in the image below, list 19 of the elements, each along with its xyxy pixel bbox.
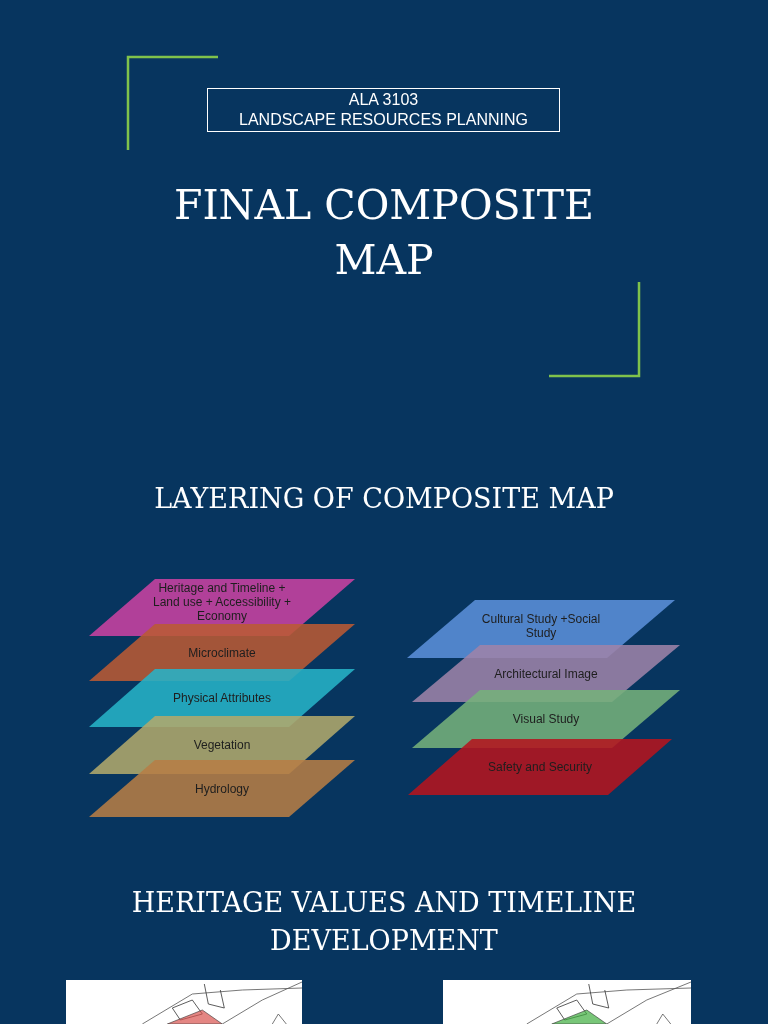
layer-label: Microclimate [188, 645, 256, 660]
layer-label: Cultural Study +Social Study [480, 612, 602, 640]
section-heading: LAYERING OF COMPOSITE MAP [153, 482, 615, 516]
course-box [207, 88, 560, 132]
section-heading: HERITAGE VALUES AND TIMELINE DEVELOPMENT [130, 886, 638, 958]
layer-label: Heritage and Timeline + Land use + Accessibility + Economy [151, 580, 293, 623]
layer-label: Hydrology [195, 781, 249, 796]
layer-label: Safety and Security [487, 760, 593, 774]
course-title: LANDSCAPE RESOURCES PLANNING [239, 110, 528, 130]
layer-label: Physical Attributes [172, 691, 271, 705]
slide-title: FINAL COMPOSITE MAP [172, 180, 596, 286]
layer-plane [89, 760, 355, 817]
layer-label: Vegetation [193, 738, 251, 752]
site-map-picture [443, 980, 691, 1024]
site-map-picture [66, 980, 302, 1024]
layer-plane [408, 739, 672, 795]
layer-label: Architectural Image [494, 666, 598, 681]
course-code: ALA 3103 [348, 90, 419, 110]
layer-label: Visual Study [512, 712, 580, 726]
